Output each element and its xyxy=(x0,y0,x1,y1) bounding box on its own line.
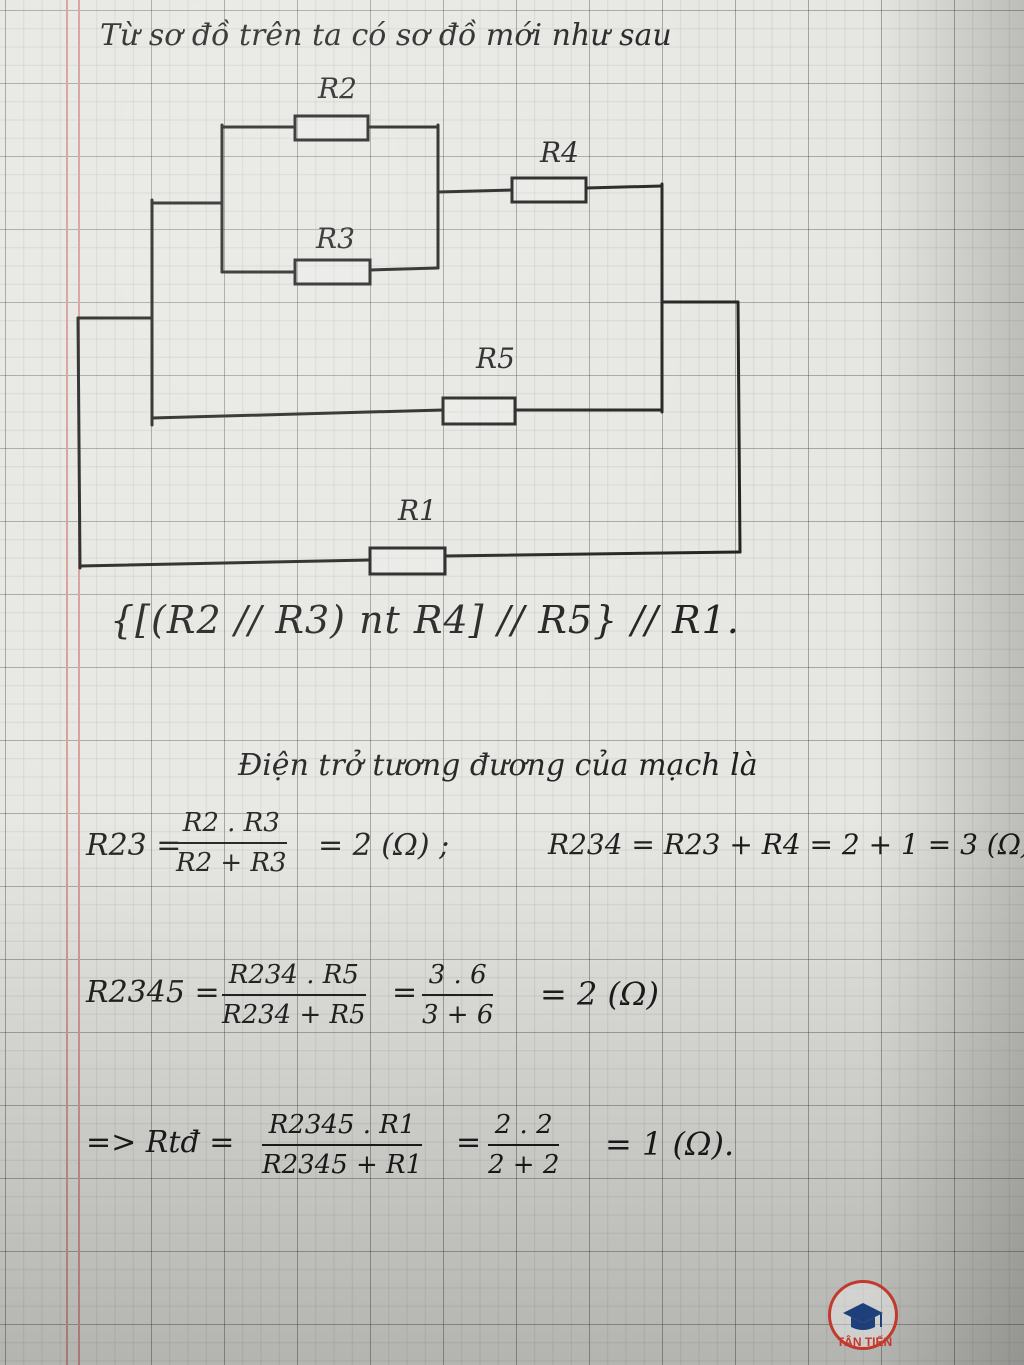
eq3-numerator: R234 . R5 xyxy=(222,960,366,996)
resistor-r1 xyxy=(368,546,447,576)
eq4-fraction: R2345 . R1 R2345 + R1 xyxy=(262,1110,423,1180)
brand-logo-icon xyxy=(828,1280,898,1350)
resistor-r3 xyxy=(293,258,372,286)
eq1-lhs: R23 = xyxy=(86,828,182,863)
circuit-structure: {[(R2 // R3) nt R4] // R5} // R1. xyxy=(110,598,740,642)
eq4-equals: = xyxy=(456,1125,482,1160)
eq3-denominator-values: 3 + 6 xyxy=(422,1000,494,1030)
label-r4: R4 xyxy=(539,136,579,169)
brand-logo-text: TÂN TIẾN xyxy=(836,1335,893,1349)
eq4-numerator-values: 2 . 2 xyxy=(488,1110,560,1146)
eq4-lhs: => Rtđ = xyxy=(86,1125,235,1160)
resistor-r4 xyxy=(510,176,588,204)
eq4-denominator-values: 2 + 2 xyxy=(488,1150,560,1180)
label-r1: R1 xyxy=(397,494,437,527)
eq1-denominator: R2 + R3 xyxy=(176,848,287,878)
eq3-denominator: R234 + R5 xyxy=(222,1000,366,1030)
eq3-fraction-values: 3 . 6 3 + 6 xyxy=(422,960,494,1030)
eq4-fraction-values: 2 . 2 2 + 2 xyxy=(488,1110,560,1180)
section-heading: Điện trở tương đương của mạch là xyxy=(238,748,758,783)
label-r5: R5 xyxy=(475,342,515,375)
eq1-rhs: = 2 (Ω) ; xyxy=(318,828,450,863)
label-r3: R3 xyxy=(315,222,355,255)
eq1-numerator: R2 . R3 xyxy=(176,808,287,844)
eq3-fraction: R234 . R5 R234 + R5 xyxy=(222,960,366,1030)
eq3-numerator-values: 3 . 6 xyxy=(422,960,494,996)
eq2: R234 = R23 + R4 = 2 + 1 = 3 (Ω) xyxy=(548,828,1024,861)
eq1-fraction: R2 . R3 R2 + R3 xyxy=(176,808,287,878)
resistor-r5 xyxy=(441,396,517,426)
eq3-equals: = xyxy=(392,975,418,1010)
circuit-diagram: R2 R3 R4 R5 R1 xyxy=(76,72,742,576)
eq4-denominator: R2345 + R1 xyxy=(262,1150,423,1180)
eq4-rhs: = 1 (Ω). xyxy=(605,1125,735,1163)
margin-line xyxy=(66,0,80,1365)
eq4-numerator: R2345 . R1 xyxy=(262,1110,423,1146)
label-r2: R2 xyxy=(317,72,357,105)
resistor-r2 xyxy=(293,114,370,142)
intro-text: Từ sơ đồ trên ta có sơ đồ mới như sau xyxy=(100,18,672,53)
eq3-lhs: R2345 = xyxy=(86,975,220,1010)
eq3-rhs: = 2 (Ω) xyxy=(540,975,660,1013)
